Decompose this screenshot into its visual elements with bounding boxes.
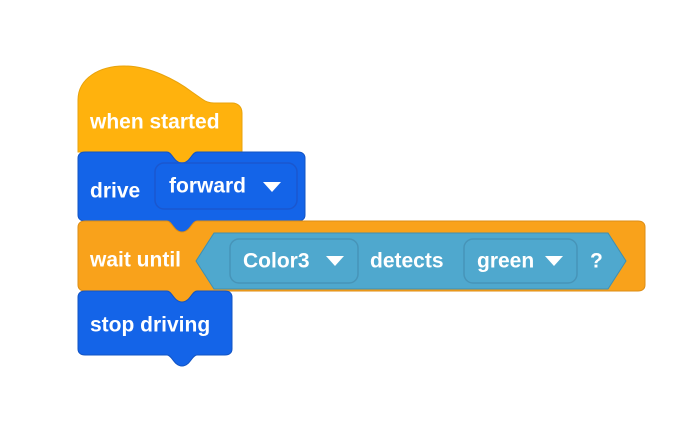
when-started-label: when started bbox=[89, 111, 220, 134]
sensor-port-value: Color3 bbox=[243, 250, 310, 273]
detect-color-value: green bbox=[477, 250, 534, 273]
drive-direction-field[interactable] bbox=[154, 162, 298, 210]
chevron-down-icon[interactable] bbox=[326, 256, 344, 266]
chevron-down-icon[interactable] bbox=[545, 256, 563, 266]
block-stop-driving[interactable]: stop driving bbox=[77, 290, 233, 367]
drive-label: drive bbox=[90, 180, 140, 203]
detect-color-dropdown[interactable]: green bbox=[463, 238, 578, 284]
stop-driving-label: stop driving bbox=[90, 314, 210, 337]
detects-label: detects bbox=[370, 250, 444, 273]
block-wait-until[interactable]: wait until Color3 detects green ? bbox=[77, 220, 646, 303]
drive-direction-value: forward bbox=[169, 175, 246, 198]
sensor-port-dropdown[interactable]: Color3 bbox=[229, 238, 359, 284]
stop-driving-shape[interactable] bbox=[77, 290, 233, 367]
block-drive[interactable]: drive forward bbox=[77, 151, 306, 233]
chevron-down-icon[interactable] bbox=[263, 182, 281, 192]
block-when-started[interactable]: when started bbox=[77, 65, 243, 164]
wait-until-label: wait until bbox=[89, 249, 181, 272]
drive-direction-dropdown[interactable]: forward bbox=[154, 162, 298, 210]
question-mark-label: ? bbox=[590, 250, 603, 273]
detect-color-field[interactable] bbox=[463, 238, 578, 284]
boolean-color-detects[interactable]: Color3 detects green ? bbox=[195, 232, 627, 290]
sensor-port-field[interactable] bbox=[229, 238, 359, 284]
